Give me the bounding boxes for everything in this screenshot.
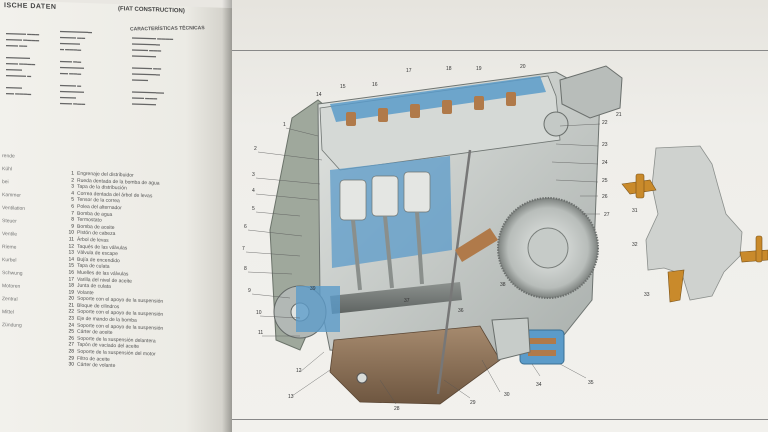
callout-number: 7 <box>242 246 245 252</box>
callout-number: 22 <box>602 120 608 126</box>
callout-number: 36 <box>458 308 464 314</box>
exhaust-pipe <box>455 228 498 262</box>
connecting-rods <box>351 211 424 291</box>
callout-number: 12 <box>296 368 302 374</box>
callout-number: 5 <box>252 206 255 212</box>
callout-number: 34 <box>536 382 542 388</box>
callout-number: 30 <box>504 392 510 398</box>
callout-number: 37 <box>404 298 410 304</box>
illustration-frame <box>232 50 768 420</box>
engine-mount-rear <box>519 329 565 365</box>
callout-number: 27 <box>604 212 610 218</box>
callout-number: 25 <box>602 178 608 184</box>
callout-number: 3 <box>252 172 255 178</box>
pistons <box>339 171 431 221</box>
callout-number: 15 <box>340 84 346 90</box>
distributor <box>559 65 623 119</box>
callout-number: 24 <box>602 160 608 166</box>
callout-number: 2 <box>254 146 257 152</box>
callout-number: 31 <box>632 208 638 214</box>
callout-number: 4 <box>252 188 255 194</box>
callout-number: 19 <box>476 66 482 72</box>
callout-number: 9 <box>248 288 251 294</box>
callout-number: 23 <box>602 142 608 148</box>
callout-number: 21 <box>616 112 622 118</box>
callout-number: 33 <box>644 292 650 298</box>
callout-number: 13 <box>288 394 294 400</box>
engine-mount-bracket <box>491 317 531 361</box>
inset-engine-silhouette <box>645 145 743 301</box>
callout-number: 39 <box>310 286 316 292</box>
callout-number: 17 <box>406 68 412 74</box>
callout-number: 18 <box>446 66 452 72</box>
leader-lines <box>245 123 601 405</box>
camshaft-lobes <box>346 92 516 126</box>
inset-mounts <box>621 173 768 303</box>
callout-number: 6 <box>244 224 247 230</box>
callout-number: 8 <box>244 266 247 272</box>
water-pump <box>296 286 340 332</box>
callout-number: 28 <box>394 406 400 412</box>
crankshaft <box>330 282 462 314</box>
dipstick <box>436 149 472 395</box>
callout-number: 29 <box>470 400 476 406</box>
callout-number: 10 <box>256 310 262 316</box>
callout-number: 14 <box>316 92 322 98</box>
callout-number: 32 <box>632 242 638 248</box>
callout-number: 20 <box>520 64 526 70</box>
callout-number: 38 <box>500 282 506 288</box>
oil-pan <box>329 325 501 405</box>
drain-plug <box>356 372 368 384</box>
callout-number: 16 <box>372 82 378 88</box>
callout-number: 35 <box>588 380 594 386</box>
cylinder-head <box>319 75 561 171</box>
callout-number: 1 <box>283 122 286 128</box>
callout-number: 26 <box>602 194 608 200</box>
callout-number: 11 <box>258 330 263 336</box>
